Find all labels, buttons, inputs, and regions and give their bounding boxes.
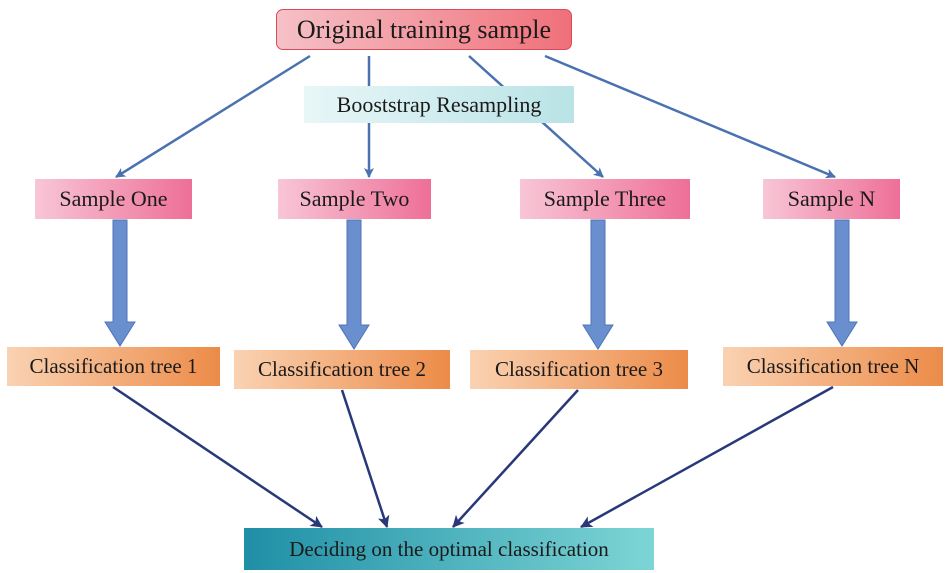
classification-tree-n-box: Classification tree N [723, 347, 943, 386]
block-arrow-2 [338, 219, 370, 350]
merge-arrow-1 [112, 385, 323, 529]
merge-arrow-2 [340, 389, 390, 528]
classification-tree-3-box: Classification tree 3 [470, 350, 688, 389]
merge-arrow-3 [452, 389, 579, 528]
bootstrap-resampling-label: Booststrap Resampling [304, 86, 574, 123]
merge-arrow-4 [580, 385, 834, 529]
split-arrow-1 [115, 54, 311, 179]
sample-n-box: Sample N [763, 179, 900, 219]
sample-three-box: Sample Three [520, 179, 690, 219]
original-training-sample-box: Original training sample [276, 9, 572, 50]
optimal-classification-box: Deciding on the optimal classification [244, 528, 654, 570]
sample-two-box: Sample Two [278, 179, 431, 219]
classification-tree-1-box: Classification tree 1 [7, 347, 220, 386]
sample-one-box: Sample One [35, 179, 192, 219]
block-arrow-3 [582, 219, 614, 350]
block-arrow-4 [826, 219, 858, 347]
classification-tree-2-box: Classification tree 2 [234, 350, 450, 389]
block-arrow-1 [104, 219, 136, 347]
split-arrow-4 [544, 54, 836, 179]
